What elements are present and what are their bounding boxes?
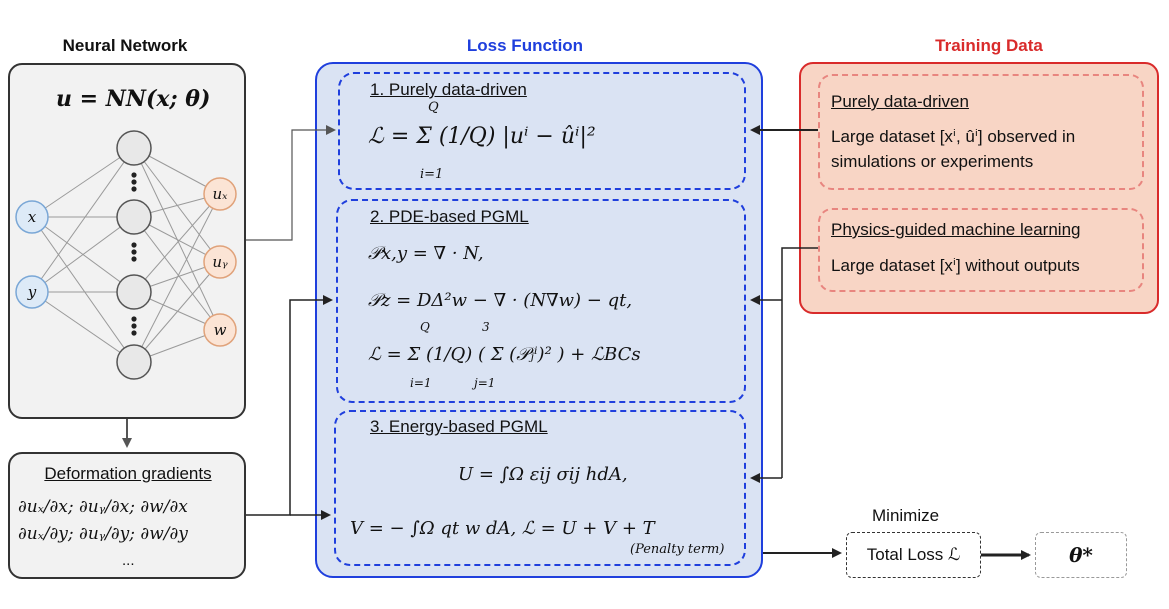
penalty-term: (Penalty term): [630, 542, 725, 557]
nn-edge: [133, 216, 221, 331]
nn-ellipsis-dot: [131, 256, 137, 262]
deformation-line-2: ∂uₓ/∂y; ∂uᵧ/∂y; ∂w/∂y: [18, 524, 188, 544]
loss-function-title: Loss Function: [466, 36, 584, 55]
nn-edge: [133, 261, 221, 363]
inner-sum-bottom: j=1: [474, 376, 496, 390]
sum-top-2: Q: [420, 320, 430, 334]
nn-output-label: uᵧ: [212, 253, 228, 271]
deformation-title: Deformation gradients: [44, 464, 212, 483]
deformation-panel: [8, 452, 246, 579]
nn-ellipsis-dot: [131, 249, 137, 255]
arrow-nn-to-data-driven: [246, 125, 336, 241]
nn-hidden-node: [116, 130, 152, 166]
training-item-2-heading: Physics-guided machine learning: [831, 220, 1081, 239]
training-item-1-line-2: simulations or experiments: [831, 152, 1034, 171]
loss-eq-1: ℒ = Σ (1/Q) |uⁱ − ûⁱ|²: [368, 124, 596, 149]
theta-star-label: θ*: [1069, 543, 1093, 567]
neural-network-title: Neural Network: [62, 36, 188, 55]
deformation-line-3: ...: [122, 552, 135, 569]
nn-equation-text: u = NN(x; θ): [56, 86, 211, 112]
training-item-1-line-1: Large dataset [xⁱ, ûⁱ] observed in: [831, 127, 1076, 146]
nn-hidden-node: [116, 274, 152, 310]
nn-output-node: [203, 313, 237, 347]
inner-sum-top: 3: [482, 320, 490, 334]
nn-ellipsis-dot: [131, 186, 137, 192]
loss-eq-1-text: ℒ = Σ (1/Q) |uⁱ − ûⁱ|²: [368, 124, 596, 149]
nn-edge: [31, 147, 135, 218]
loss-section-3-label: 3. Energy-based PGML: [370, 417, 548, 436]
theta-star-box: [1035, 532, 1127, 578]
training-data-title: Training Data: [935, 36, 1043, 55]
training-item-2-line-1: Large dataset [xⁱ] without outputs: [831, 256, 1080, 275]
nn-output-label: uₓ: [213, 185, 229, 203]
training-item-data-driven: [818, 74, 1144, 190]
nn-hidden-node: [116, 344, 152, 380]
nn-edge: [31, 147, 135, 293]
loss-section-1-label: 1. Purely data-driven: [370, 80, 527, 99]
nn-edge: [31, 216, 135, 363]
arrow-training-pgml-line: [781, 247, 818, 478]
total-loss-label: Total Loss ℒ: [866, 545, 961, 564]
minimize-label: Minimize: [872, 506, 940, 525]
loss-section-data-driven: [338, 72, 746, 190]
nn-ellipsis-dot: [131, 316, 137, 322]
training-item-pgml: [818, 208, 1144, 292]
nn-edge: [31, 216, 135, 293]
total-loss-box: [846, 532, 981, 578]
pde-eq-1: 𝒫x,y = ∇ · N,: [368, 243, 484, 264]
deformation-line-1: ∂uₓ/∂x; ∂uᵧ/∂x; ∂w/∂x: [18, 497, 188, 517]
nn-hidden-node: [116, 199, 152, 235]
nn-output-label: w: [214, 321, 227, 339]
arrow-deformation-to-pde: [246, 295, 333, 516]
nn-output-node: [203, 245, 237, 279]
pde-eq-3: ℒ = Σ (1/Q) ( Σ (𝒫ⱼⁱ)² ) + ℒBCs: [368, 344, 641, 365]
energy-eq-2: V = − ∫Ω qt w dA, ℒ = U + V + T: [350, 518, 655, 539]
sum-bottom-1: i=1: [420, 167, 444, 182]
loss-section-energy: [334, 410, 746, 566]
nn-input-node: [15, 275, 49, 309]
loss-section-pde: [336, 199, 746, 403]
pde-eq-2: 𝒫z = DΔ²w − ∇ · (N∇w) − qt,: [368, 290, 633, 311]
nn-input-label: y: [27, 283, 37, 301]
nn-edge: [31, 291, 135, 363]
training-item-1-heading: Purely data-driven: [831, 92, 969, 111]
nn-ellipsis-dot: [131, 330, 137, 336]
nn-ellipsis-dot: [131, 172, 137, 178]
nn-edge: [133, 193, 221, 293]
nn-ellipsis-dot: [131, 323, 137, 329]
energy-eq-1: U = ∫Ω εij σij hdA,: [458, 464, 628, 485]
nn-edge: [133, 193, 221, 363]
sum-bottom-2: i=1: [410, 376, 432, 390]
nn-output-node: [203, 177, 237, 211]
nn-equation: u = NN(x; θ): [56, 86, 210, 112]
loss-function-panel: [315, 62, 763, 578]
nn-ellipsis-dot: [131, 179, 137, 185]
nn-input-label: x: [28, 208, 37, 226]
nn-input-node: [15, 200, 49, 234]
loss-section-2-label: 2. PDE-based PGML: [370, 207, 529, 226]
sum-top-1: Q: [428, 100, 439, 115]
nn-ellipsis-dot: [131, 242, 137, 248]
